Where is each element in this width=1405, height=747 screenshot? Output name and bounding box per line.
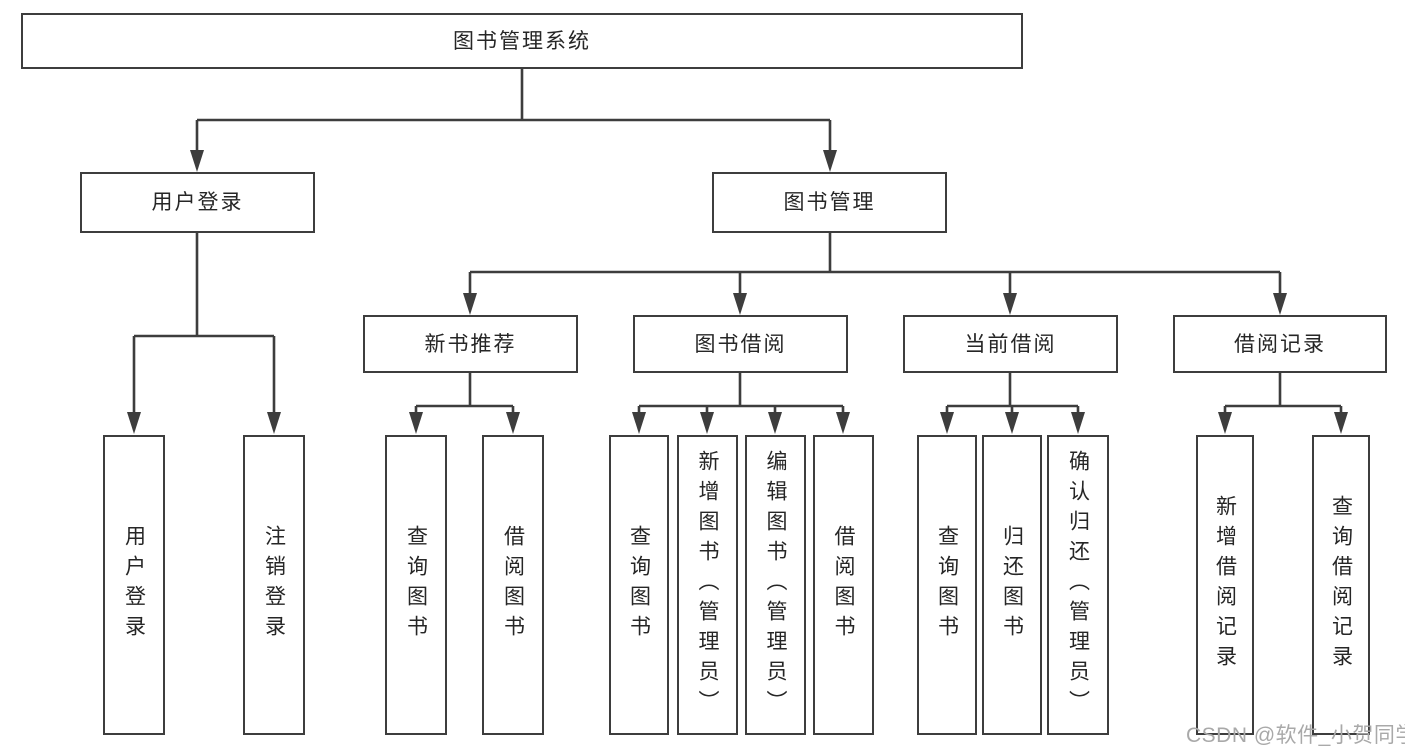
arrow-down-icon	[190, 150, 204, 172]
arrow-down-icon	[463, 293, 477, 315]
arrow-down-icon	[836, 412, 850, 434]
arrow-down-icon	[506, 412, 520, 434]
arrow-down-icon	[700, 412, 714, 434]
arrow-down-icon	[127, 412, 141, 434]
node-current-borrowing-label: 当前借阅	[964, 332, 1057, 356]
leaf-borrow-books-2: 借阅图书	[813, 435, 874, 735]
node-new-book-recommend: 新书推荐	[363, 315, 578, 373]
arrow-down-icon	[632, 412, 646, 434]
arrow-down-icon	[1218, 412, 1232, 434]
csdn-watermark: CSDN @软件_小贺同学	[1186, 724, 1405, 747]
node-borrowing-records-label: 借阅记录	[1234, 332, 1326, 356]
leaf-add-books-admin-label: 新增图书（管理员）	[696, 450, 719, 720]
leaf-logout: 注销登录	[243, 435, 305, 735]
leaf-edit-books-admin: 编辑图书（管理员）	[745, 435, 806, 735]
leaf-query-books-2-label: 查询图书	[627, 525, 651, 645]
arrow-down-icon	[823, 150, 837, 172]
node-borrowing-records: 借阅记录	[1173, 315, 1387, 373]
node-book-borrowing-label: 图书借阅	[694, 332, 787, 356]
node-root-label: 图书管理系统	[453, 29, 591, 53]
leaf-query-borrow-record: 查询借阅记录	[1312, 435, 1370, 735]
arrow-down-icon	[409, 412, 423, 434]
node-root: 图书管理系统	[21, 13, 1023, 69]
leaf-query-books-3-label: 查询图书	[935, 525, 959, 645]
arrow-down-icon	[267, 412, 281, 434]
node-book-management-label: 图书管理	[783, 191, 876, 214]
leaf-add-borrow-record: 新增借阅记录	[1196, 435, 1254, 735]
leaf-user-login: 用户登录	[103, 435, 165, 735]
leaf-borrow-books-1-label: 借阅图书	[501, 525, 525, 645]
leaf-logout-label: 注销登录	[262, 525, 286, 645]
leaf-edit-books-admin-label: 编辑图书（管理员）	[764, 450, 787, 720]
leaf-return-books-label: 归还图书	[1000, 525, 1024, 645]
node-current-borrowing: 当前借阅	[903, 315, 1118, 373]
leaf-borrow-books-1: 借阅图书	[482, 435, 544, 735]
leaf-confirm-return-admin-label: 确认归还（管理员）	[1066, 450, 1090, 720]
leaf-add-books-admin: 新增图书（管理员）	[677, 435, 738, 735]
arrow-down-icon	[940, 412, 954, 434]
node-book-borrowing: 图书借阅	[633, 315, 848, 373]
arrow-down-icon	[1273, 293, 1287, 315]
leaf-borrow-books-2-label: 借阅图书	[832, 525, 855, 645]
leaf-user-login-label: 用户登录	[122, 525, 146, 645]
arrow-down-icon	[768, 412, 782, 434]
node-new-book-recommend-label: 新书推荐	[424, 332, 517, 356]
arrow-down-icon	[1005, 412, 1019, 434]
leaf-query-books-1-label: 查询图书	[404, 525, 428, 645]
leaf-return-books: 归还图书	[982, 435, 1042, 735]
leaf-query-books-1: 查询图书	[385, 435, 447, 735]
arrow-down-icon	[1071, 412, 1085, 434]
leaf-add-borrow-record-label: 新增借阅记录	[1213, 495, 1237, 675]
leaf-query-borrow-record-label: 查询借阅记录	[1329, 495, 1353, 675]
node-book-management: 图书管理	[712, 172, 947, 233]
node-user-login: 用户登录	[80, 172, 315, 233]
arrow-down-icon	[733, 293, 747, 315]
leaf-confirm-return-admin: 确认归还（管理员）	[1047, 435, 1109, 735]
leaf-query-books-2: 查询图书	[609, 435, 669, 735]
arrow-down-icon	[1003, 293, 1017, 315]
arrow-down-icon	[1334, 412, 1348, 434]
node-user-login-label: 用户登录	[151, 191, 244, 214]
leaf-query-books-3: 查询图书	[917, 435, 977, 735]
